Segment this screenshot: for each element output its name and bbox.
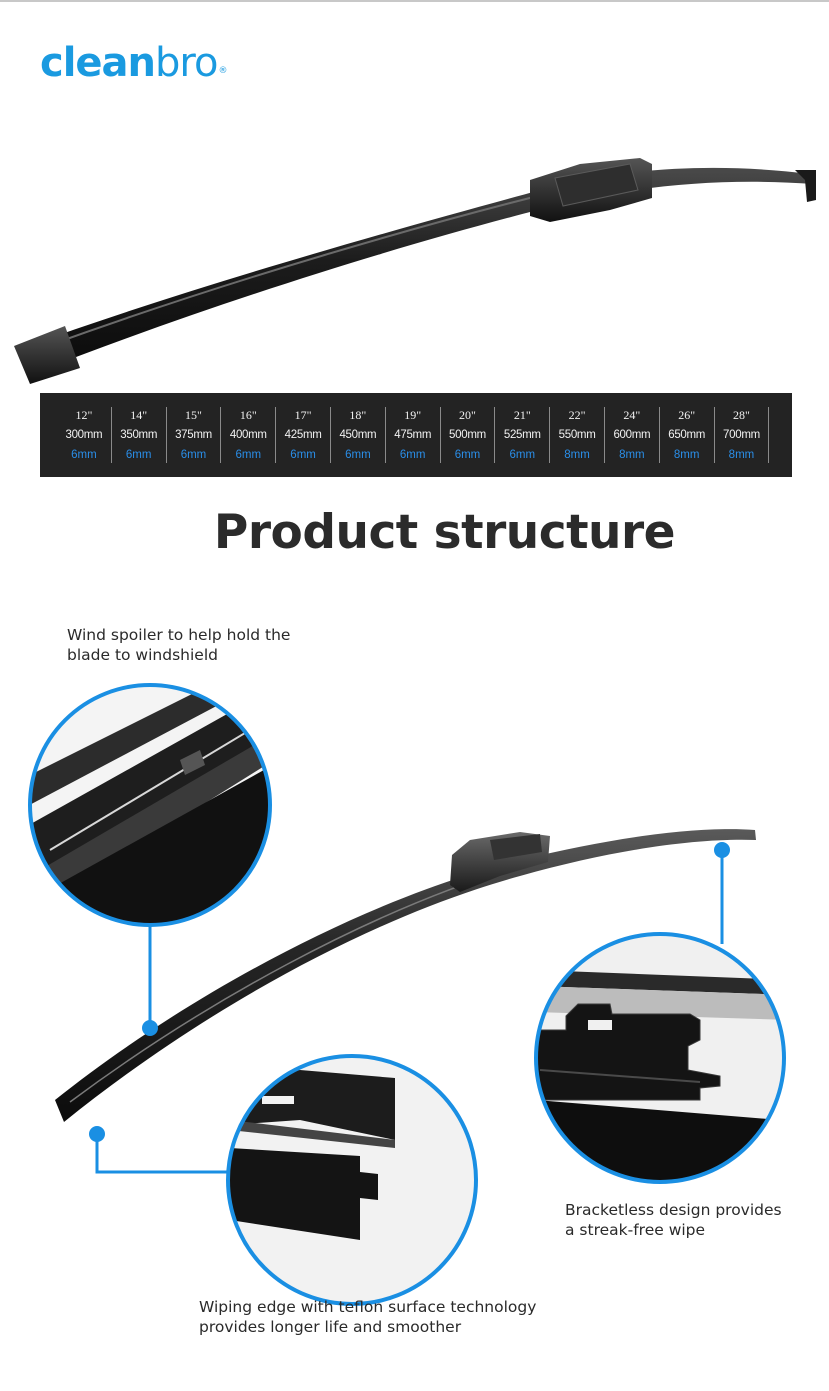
size-inch: 15" <box>185 408 202 422</box>
size-mm: 375mm <box>175 429 212 441</box>
bracketless-zoom-circle <box>534 932 786 1184</box>
size-mm: 700mm <box>723 429 760 441</box>
size-width: 6mm <box>71 449 97 461</box>
size-width: 6mm <box>290 449 316 461</box>
size-mm: 550mm <box>558 429 596 441</box>
size-inch: 18" <box>349 408 367 422</box>
size-inch: 14" <box>130 408 148 422</box>
size-width: 8mm <box>673 449 700 461</box>
size-width: 8mm <box>728 449 755 461</box>
callout-line: blade to windshield <box>67 646 218 664</box>
size-column: 26" 650mm 8mm <box>660 407 715 463</box>
size-width: 6mm <box>509 449 536 461</box>
size-inch: 19" <box>404 408 422 422</box>
size-width: 6mm <box>235 449 262 461</box>
size-column: 14" 350mm 6mm <box>112 407 167 463</box>
callout-bracketless-design: Bracketless design provides a streak-fre… <box>565 1200 815 1240</box>
size-width: 6mm <box>454 449 481 461</box>
size-inch: 20" <box>459 408 476 422</box>
size-inch: 17" <box>294 408 312 422</box>
size-width: 6mm <box>345 449 371 461</box>
size-inch: 21" <box>513 408 531 422</box>
size-mm: 425mm <box>284 429 322 441</box>
size-mm: 500mm <box>449 429 486 441</box>
size-column: 24" 600mm 8mm <box>605 407 660 463</box>
size-column: 21" 525mm 6mm <box>495 407 551 463</box>
size-column: 20" 500mm 6mm <box>441 407 496 463</box>
size-mm: 450mm <box>339 429 377 441</box>
callout-line: a streak-free wipe <box>565 1221 706 1239</box>
spoiler-zoom-circle <box>28 683 272 927</box>
structure-wiper-blade <box>55 829 756 1122</box>
section-title: Product structure <box>213 505 676 560</box>
size-column: 19" 475mm 6mm <box>386 407 441 463</box>
size-column: 12" 300mm 6mm <box>57 407 112 463</box>
brand-logo: cleanbro® <box>40 38 227 88</box>
top-divider <box>0 0 829 2</box>
hero-wiper-blade-image <box>14 158 816 384</box>
size-inch: 22" <box>568 408 586 422</box>
size-width: 8mm <box>619 449 645 461</box>
callout-line: Wind spoiler to help hold the <box>67 626 291 644</box>
brand-logo-part2: bro <box>155 40 218 86</box>
size-width: 6mm <box>180 449 207 461</box>
size-inch: 28" <box>733 408 750 422</box>
callout-line: Wiping edge with teflon surface technolo… <box>199 1298 537 1316</box>
size-mm: 400mm <box>229 429 267 441</box>
size-column: 16" 400mm 6mm <box>221 407 277 463</box>
size-column: 22" 550mm 8mm <box>550 407 605 463</box>
callout-connectors <box>95 850 724 1174</box>
size-table: 12" 300mm 6mm 14" 350mm 6mm 15" 375mm 6mm 16" 4… <box>40 393 792 477</box>
size-column: 15" 375mm 6mm <box>167 407 222 463</box>
size-column: 28" 700mm 8mm <box>715 407 770 463</box>
brand-logo-part1: clean <box>40 40 156 86</box>
size-inch: 16" <box>239 408 257 422</box>
size-width: 8mm <box>564 449 590 461</box>
size-column: 17" 425mm 6mm <box>276 407 331 463</box>
size-inch: 26" <box>678 408 696 422</box>
size-mm: 300mm <box>65 429 103 441</box>
wiping-edge-zoom-circle <box>226 1054 478 1306</box>
size-inch: 12" <box>75 408 93 422</box>
size-inch: 24" <box>623 408 641 422</box>
registered-mark: ® <box>218 66 227 76</box>
product-structure-diagram <box>28 683 786 1306</box>
size-mm: 650mm <box>668 429 706 441</box>
callout-wind-spoiler: Wind spoiler to help hold the blade to w… <box>67 625 327 665</box>
size-mm: 525mm <box>503 429 541 441</box>
size-column: 18" 450mm 6mm <box>331 407 386 463</box>
size-width: 6mm <box>399 449 426 461</box>
size-mm: 350mm <box>120 429 158 441</box>
size-width: 6mm <box>125 449 152 461</box>
size-mm: 475mm <box>394 429 432 441</box>
callout-dots <box>89 842 730 1142</box>
callout-line: Bracketless design provides <box>565 1201 782 1219</box>
size-mm: 600mm <box>613 429 651 441</box>
callout-line: provides longer life and smoother <box>199 1318 462 1336</box>
callout-wiping-edge: Wiping edge with teflon surface technolo… <box>199 1297 579 1337</box>
